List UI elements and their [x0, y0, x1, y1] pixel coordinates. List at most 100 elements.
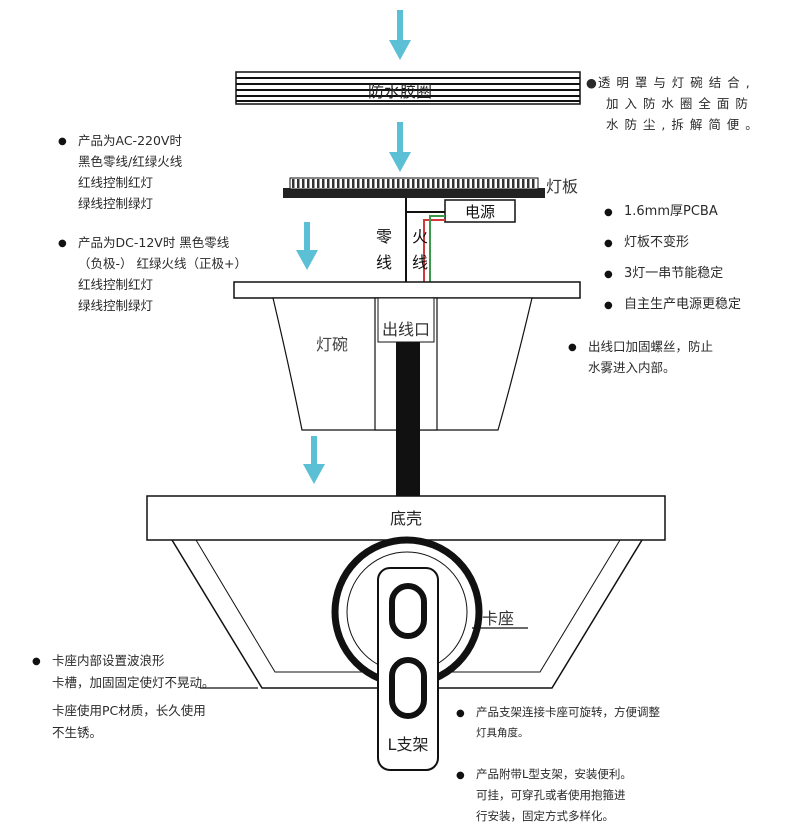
board-tooth — [352, 179, 355, 188]
board-tooth — [462, 179, 465, 188]
down-arrow-3 — [296, 222, 318, 270]
l-bracket — [377, 567, 439, 771]
note-line: 卡座内部设置波浪形 — [32, 650, 215, 673]
board-tooth — [312, 179, 315, 188]
live-label-1: 火 — [412, 227, 428, 246]
board-tooth — [382, 179, 385, 188]
board-tooth — [522, 179, 525, 188]
note-line: 产品为AC-220V时 — [58, 130, 182, 152]
board-tooth — [397, 179, 400, 188]
note-outlet: 出线口加固螺丝，防止 水雾进入内部。 — [568, 336, 713, 378]
note-bracket: 产品附带L型支架，安装便利。 可挂，可穿孔或者使用抱箍进 行安装，固定方式多样化… — [456, 764, 632, 827]
bracket-label: L支架 — [388, 735, 429, 754]
board-tooth — [482, 179, 485, 188]
down-arrow-4 — [303, 436, 325, 484]
board-tooth — [307, 179, 310, 188]
board-tooth — [497, 179, 500, 188]
board-tooth — [492, 179, 495, 188]
waterproof-gasket — [235, 71, 581, 105]
board-tooth — [317, 179, 320, 188]
note-line: 红线控制红灯 — [78, 277, 154, 292]
board-tooth — [402, 179, 405, 188]
led-board — [283, 177, 545, 198]
board-tooth — [362, 179, 365, 188]
note-line: 行安装，固定方式多样化。 — [476, 809, 614, 823]
board-tooth — [392, 179, 395, 188]
note-line: 可挂，可穿孔或者使用抱箍进 — [476, 788, 626, 802]
note-line: 不生锈。 — [52, 725, 103, 740]
board-tooth — [502, 179, 505, 188]
cable — [396, 342, 420, 496]
note-top-right: ●透 明 罩 与 灯 碗 结 合 , 加 入 防 水 圈 全 面 防 水 防 尘… — [586, 72, 759, 135]
gasket-label: 防水胶圈 — [368, 82, 432, 101]
note-line: 出线口加固螺丝，防止 — [568, 336, 713, 358]
board-tooth — [442, 179, 445, 188]
seat-label: 卡座 — [482, 609, 514, 628]
bowl-label: 灯碗 — [316, 335, 348, 354]
board-tooth — [292, 179, 295, 188]
note-line: 产品附带L型支架，安装便利。 — [456, 764, 632, 786]
board-tooth — [407, 179, 410, 188]
note-line: 产品为DC-12V时 黑色零线 — [58, 232, 247, 254]
board-tooth — [472, 179, 475, 188]
board-tooth — [527, 179, 530, 188]
note-ac-wiring: 产品为AC-220V时 黑色零线/红绿火线 红线控制红灯 绿线控制绿灯 — [58, 130, 182, 214]
board-tooth — [432, 179, 435, 188]
board-tooth — [447, 179, 450, 188]
board-tooth — [342, 179, 345, 188]
note-line: ●透 明 罩 与 灯 碗 结 合 , — [586, 75, 751, 90]
note-line: 红线控制红灯 — [78, 175, 154, 190]
board-tooth — [367, 179, 370, 188]
base-label: 底壳 — [390, 509, 422, 528]
board-label: 灯板 — [546, 177, 578, 196]
note-board-specs: 1.6mm厚PCBA 灯板不变形 3灯一串节能稳定 自主生产电源更稳定 — [604, 196, 741, 321]
note-line: 绿线控制绿灯 — [78, 196, 154, 211]
board-tooth — [377, 179, 380, 188]
note-seat: 卡座内部设置波浪形 卡槽，加固固定使灯不晃动。 卡座使用PC材质，长久使用 不生… — [32, 650, 215, 744]
note-line: 卡座使用PC材质，长久使用 — [52, 703, 206, 718]
note-rotate: 产品支架连接卡座可旋转，方便调整 灯具角度。 — [456, 702, 660, 744]
note-line: （负极-） 红绿火线（正极+） — [78, 256, 247, 271]
board-tooth — [347, 179, 350, 188]
power-label: 电源 — [465, 203, 495, 221]
board-tooth — [337, 179, 340, 188]
green-wire — [429, 215, 445, 290]
note-line: 绿线控制绿灯 — [78, 298, 154, 313]
board-tooth — [302, 179, 305, 188]
board-tooth — [477, 179, 480, 188]
board-tooth — [512, 179, 515, 188]
board-tooth — [507, 179, 510, 188]
note-line: 自主生产电源更稳定 — [604, 289, 741, 321]
outlet-label: 出线口 — [382, 320, 430, 339]
note-line: 灯具角度。 — [476, 727, 529, 739]
red-wire — [423, 219, 445, 290]
note-line: 水 防 尘 , 拆 解 简 便 。 — [606, 117, 759, 132]
board-tooth — [452, 179, 455, 188]
board-tooth — [372, 179, 375, 188]
board-tooth — [327, 179, 330, 188]
neutral-label-2: 线 — [376, 253, 392, 272]
board-tooth — [532, 179, 535, 188]
board-tooth — [487, 179, 490, 188]
note-line: 水雾进入内部。 — [588, 360, 676, 375]
board-tooth — [297, 179, 300, 188]
board-tooth — [467, 179, 470, 188]
board-tooth — [437, 179, 440, 188]
board-tooth — [517, 179, 520, 188]
note-dc-wiring: 产品为DC-12V时 黑色零线 （负极-） 红绿火线（正极+） 红线控制红灯 绿… — [58, 232, 247, 316]
note-line: 产品支架连接卡座可旋转，方便调整 — [456, 702, 660, 724]
board-tooth — [332, 179, 335, 188]
board-tooth — [422, 179, 425, 188]
board-tooth — [357, 179, 360, 188]
live-label-2: 线 — [412, 253, 428, 272]
note-line: 卡槽，加固固定使灯不晃动。 — [52, 675, 215, 690]
base-shell — [146, 495, 666, 689]
down-arrow-2 — [389, 122, 411, 172]
board-tooth — [322, 179, 325, 188]
note-line: 3灯一串节能稳定 — [604, 258, 741, 290]
board-tooth — [427, 179, 430, 188]
board-tooth — [412, 179, 415, 188]
board-tooth — [387, 179, 390, 188]
down-arrow-1 — [389, 10, 411, 60]
